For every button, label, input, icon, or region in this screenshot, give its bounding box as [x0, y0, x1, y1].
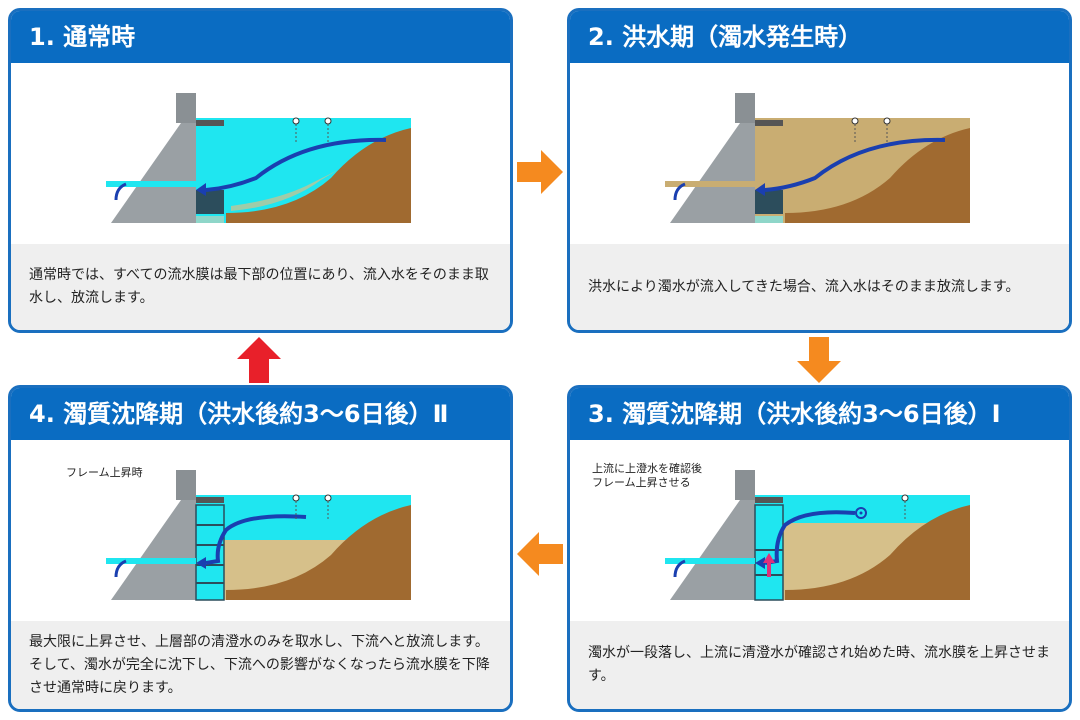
- panel-description: 通常時では、すべての流水膜は最下部の位置にあり、流入水をそのまま取水し、放流しま…: [11, 244, 510, 330]
- intake-frame: [754, 504, 784, 601]
- dam-body: [670, 123, 755, 223]
- panel-title: 2. 洪水期（濁水発生時）: [570, 11, 1069, 63]
- orange-arrow-icon: [797, 337, 841, 383]
- diagram-settle-1: 上流に上澄水を確認後 フレーム上昇させる: [570, 440, 1069, 624]
- figure-note: 上流に上澄水を確認後 フレーム上昇させる: [592, 462, 702, 489]
- description-text: 通常時では、すべての流水膜は最下部の位置にあり、流入水をそのまま取水し、放流しま…: [29, 267, 489, 306]
- dam-body: [111, 500, 196, 600]
- panel-title: 1. 通常時: [11, 11, 510, 63]
- flow-arrow: [205, 137, 387, 192]
- panel-title: 3. 濁質沈降期（洪水後約3～6日後）Ⅰ: [570, 388, 1069, 440]
- soil-bank: [226, 128, 411, 223]
- dam-body: [111, 123, 196, 223]
- red-arrow-icon: [237, 337, 281, 383]
- raise-arrow-icon: [763, 553, 775, 577]
- panel-description: 最大限に上昇させ、上層部の清澄水のみを取水し、下流へと放流します。そして、濁水が…: [11, 621, 510, 709]
- diagram-normal: [11, 63, 510, 247]
- panel-description: 濁水が一段落し、上流に清澄水が確認され始めた時、流水膜を上昇させます。: [570, 621, 1069, 709]
- flow-arrow: [205, 514, 307, 565]
- intake-frame: [755, 190, 783, 214]
- dam-illustration: [106, 470, 411, 601]
- orange-arrow-icon: [517, 150, 563, 194]
- panel-normal: 1. 通常時 通常時では、すべての流水膜は最下部の位置にあり、流入水をそのまま取…: [8, 8, 513, 333]
- dam-illustration: [665, 470, 970, 601]
- soil-bank: [226, 505, 411, 600]
- panel-title: 4. 濁質沈降期（洪水後約3～6日後）Ⅱ: [11, 388, 510, 440]
- orange-arrow-icon: [517, 532, 563, 576]
- intake-frame: [195, 504, 225, 601]
- panel-description: 洪水により濁水が流入してきた場合、流入水はそのまま放流します。: [570, 244, 1069, 330]
- flow-arrow: [764, 510, 856, 565]
- description-text: 濁水が一段落し、上流に清澄水が確認され始めた時、流水膜を上昇させます。: [588, 645, 1050, 684]
- description-text: 洪水により濁水が流入してきた場合、流入水はそのまま放流します。: [588, 278, 1020, 295]
- panel-flood: 2. 洪水期（濁水発生時） 洪水により濁水が流入してきた場合、流入水はそのまま放…: [567, 8, 1072, 333]
- panel-settle-2: 4. 濁質沈降期（洪水後約3～6日後）Ⅱ フレーム上昇時 最大限に上昇させ、上層: [8, 385, 513, 712]
- dam-illustration: [106, 93, 411, 223]
- figure-note: フレーム上昇時: [66, 466, 143, 479]
- dam-body: [670, 500, 755, 600]
- intake-frame: [196, 190, 224, 214]
- soil-bank: [785, 505, 970, 600]
- diagram-flood: [570, 63, 1069, 247]
- panel-settle-1: 3. 濁質沈降期（洪水後約3～6日後）Ⅰ 上流に上澄水を確認後 フレーム上昇させ…: [567, 385, 1072, 712]
- description-text: 最大限に上昇させ、上層部の清澄水のみを取水し、下流へと放流します。そして、濁水が…: [29, 633, 490, 696]
- soil-bank: [785, 128, 970, 223]
- dam-illustration: [665, 93, 970, 223]
- flow-arrow: [764, 137, 946, 192]
- diagram-settle-2: フレーム上昇時: [11, 440, 510, 624]
